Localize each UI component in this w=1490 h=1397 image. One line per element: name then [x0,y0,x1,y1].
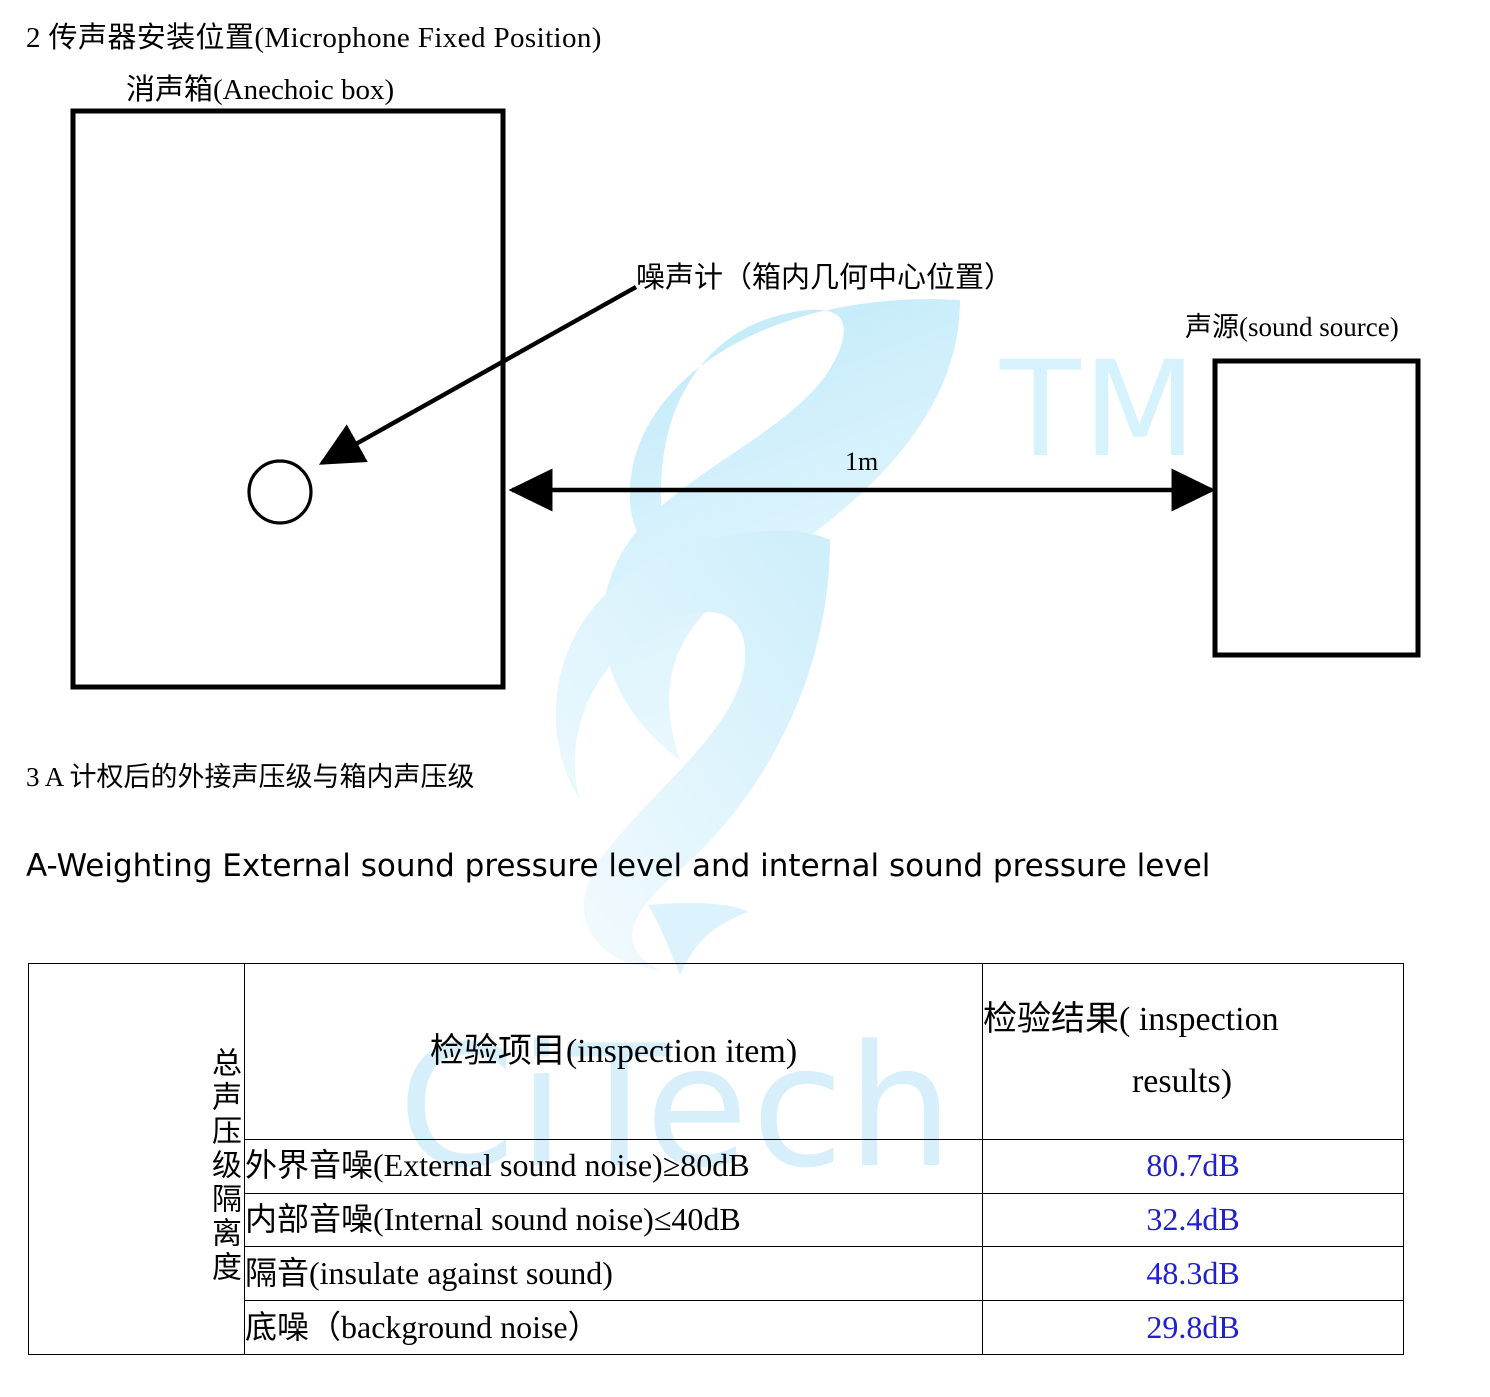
inspection-results-table: 总声压级隔离度 检验项目(inspection item) 检验结果( insp… [28,963,1404,1355]
row-item-label: 内部音噪(Internal sound noise)≤40dB [244,1192,983,1248]
table-row: 外界音噪(External sound noise)≥80dB 80.7dB [29,1138,1404,1194]
table-row: 隔音(insulate against sound) 48.3dB [29,1246,1404,1302]
vertical-header-label: 总声压级隔离度 [207,1047,240,1285]
row-result-value: 80.7dB [982,1138,1404,1194]
header-result-line-2: results) [1131,1063,1233,1101]
header-inspection-result: 检验结果( inspection results) [982,963,1404,1140]
table-row: 内部音噪(Internal sound noise)≤40dB 32.4dB [29,1192,1404,1248]
row-item-label: 隔音(insulate against sound) [244,1246,983,1302]
vertical-header-cell: 总声压级隔离度 [28,963,245,1355]
header-result-line-1: 检验结果( inspection [983,1000,1279,1038]
anechoic-box-label: 消声箱(Anechoic box) [126,74,395,106]
noise-meter-label: 噪声计（箱内几何中心位置） [636,262,1014,294]
row-item-label: 底噪（background noise） [244,1300,983,1355]
section-2-title: 2 传声器安装位置(Microphone Fixed Position) [26,22,602,54]
row-item-label: 外界音噪(External sound noise)≥80dB [244,1138,983,1194]
section-3-title-en: A-Weighting External sound pressure leve… [26,848,1211,884]
results-table-container: 总声压级隔离度 检验项目(inspection item) 检验结果( insp… [28,963,1404,1355]
header-inspection-item: 检验项目(inspection item) [244,963,983,1140]
distance-measure-label: 1m [845,447,879,476]
table-row: 底噪（background noise） 29.8dB [29,1300,1404,1355]
anechoic-box-shape [70,108,506,690]
microphone-position-diagram [70,108,1421,690]
sound-source-box-shape [1212,358,1421,658]
row-result-value: 32.4dB [982,1192,1404,1248]
row-result-value: 48.3dB [982,1246,1404,1302]
microphone-circle-shape [247,459,313,525]
table-header-row: 总声压级隔离度 检验项目(inspection item) 检验结果( insp… [28,963,1404,1355]
microphone-pointer-arrow [318,285,638,465]
row-result-value: 29.8dB [982,1300,1404,1355]
section-3-title-cn: 3 A 计权后的外接声压级与箱内声压级 [26,762,475,792]
sound-source-label: 声源(sound source) [1185,312,1399,342]
